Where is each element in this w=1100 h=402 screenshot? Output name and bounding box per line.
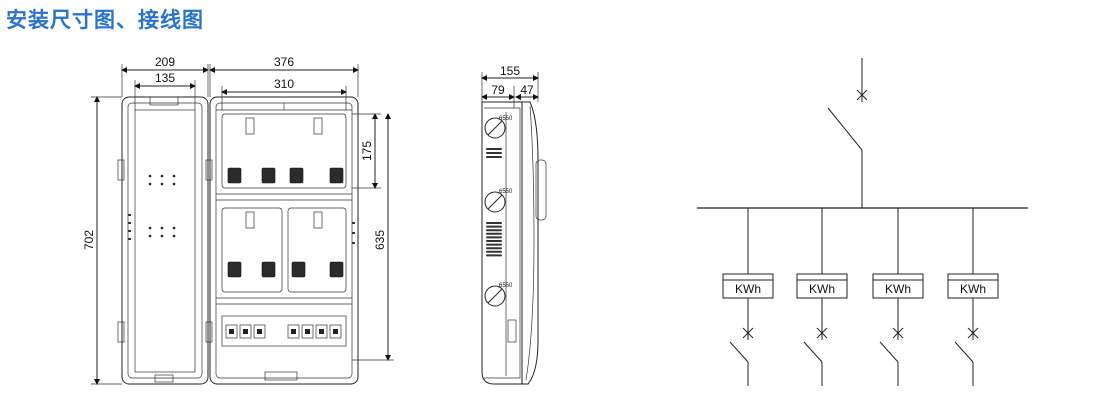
vent-dot [160,174,164,178]
branch-switch [879,341,899,363]
dim-702-label: 702 [82,230,96,250]
side-vents [486,148,502,257]
page-title: 安装尺寸图、接线图 [6,8,204,32]
door-tick [128,238,131,240]
meter-terminal-block [261,167,276,184]
vent-dot [172,174,176,178]
meter-branches: KWh KWh KWh KWh [722,208,999,386]
dim-47-label: 47 [520,83,534,97]
meter-terminal-block [291,261,306,278]
meter-branch: KWh [947,208,999,386]
svg-text:6550: 6550 [499,116,513,122]
vent-dot [148,226,152,230]
dimension-lines-front: 209 135 376 310 175 635 702 [82,55,394,385]
meter-window-mid-left [221,207,283,293]
door-tick [128,230,131,232]
side-view: 6550 6550 6550 155 79 47 [481,64,547,385]
side-vent-slot [486,225,502,228]
side-vent-slot [486,243,502,246]
side-vent-slot [486,240,502,242]
meter-terminal-block [329,167,344,184]
side-vent-slot [486,156,502,158]
side-vent-slot [486,232,502,235]
meter-clip [245,211,255,229]
side-vent-slot [486,247,502,250]
dim-310-label: 310 [274,77,294,91]
meter-terminal-block [227,167,242,184]
branch-switch [729,341,749,363]
box-tick [352,222,355,224]
vent-dot [160,182,164,186]
breaker-module [329,324,342,339]
meter-branch: KWh [872,208,924,386]
vent-dot [148,174,152,178]
breaker-module [225,324,238,339]
side-vent-slot [486,148,502,150]
dim-155-label: 155 [500,64,520,78]
meter-clip [245,117,255,135]
vent-dot [160,234,164,238]
kwh-meter: KWh [722,273,774,299]
meter-terminal-block [329,261,344,278]
wiring-diagram: KWh KWh KWh KWh [697,58,1028,386]
dim-79-label: 79 [491,83,505,97]
svg-text:6550: 6550 [499,189,513,195]
svg-text:6550: 6550 [499,283,513,289]
branch-switch [803,341,823,363]
dim-175-label: 175 [360,141,374,161]
main-switch [827,107,863,151]
kwh-meter: KWh [947,273,999,299]
dim-135-label: 135 [155,71,175,85]
breaker-module [287,324,300,339]
side-vent-slot [486,250,502,253]
dim-376-label: 376 [274,55,294,69]
breaker-module [253,324,266,339]
branch-switch [954,341,974,363]
front-view-door [117,96,209,385]
side-vent-slot [486,229,502,232]
breaker-module [301,324,314,339]
vent-dot [148,182,152,186]
side-breaker-2: 6550 [484,189,513,213]
side-breaker-1: 6550 [484,116,513,139]
meter-terminal-block [227,261,242,278]
side-vent-slot [486,152,502,154]
door-tick [128,222,131,224]
meter-branch: KWh [796,208,848,386]
terminal-blocks [225,117,355,339]
kwh-label: KWh [885,282,911,296]
meter-window-top [221,113,347,189]
door-vent-dots [128,174,176,240]
vent-dot [148,234,152,238]
breaker-strip [221,315,347,347]
meter-branch: KWh [722,208,774,386]
box-tick [352,242,355,244]
breaker-module [315,324,328,339]
kwh-label: KWh [960,282,986,296]
vent-dot [172,226,176,230]
kwh-meter: KWh [796,273,848,299]
side-breaker-3: 6550 [484,283,513,307]
side-vent-slot [486,254,502,257]
vent-dot [172,182,176,186]
box-tick [352,232,355,234]
meter-clip [313,211,323,229]
side-vent-slot [486,236,502,239]
meter-terminal-block [261,261,276,278]
meter-terminal-block [289,167,304,184]
breaker-module [239,324,252,339]
vent-dot [160,226,164,230]
meter-clip [313,117,323,135]
side-vent-slot [486,222,502,224]
front-view-box [205,96,359,385]
meter-window-mid-right [287,207,347,293]
door-tick [128,214,131,216]
vent-dot [172,234,176,238]
kwh-label: KWh [735,282,761,296]
kwh-label: KWh [809,282,835,296]
dim-635-label: 635 [373,230,387,250]
kwh-meter: KWh [872,273,924,299]
dim-209-label: 209 [155,55,175,69]
